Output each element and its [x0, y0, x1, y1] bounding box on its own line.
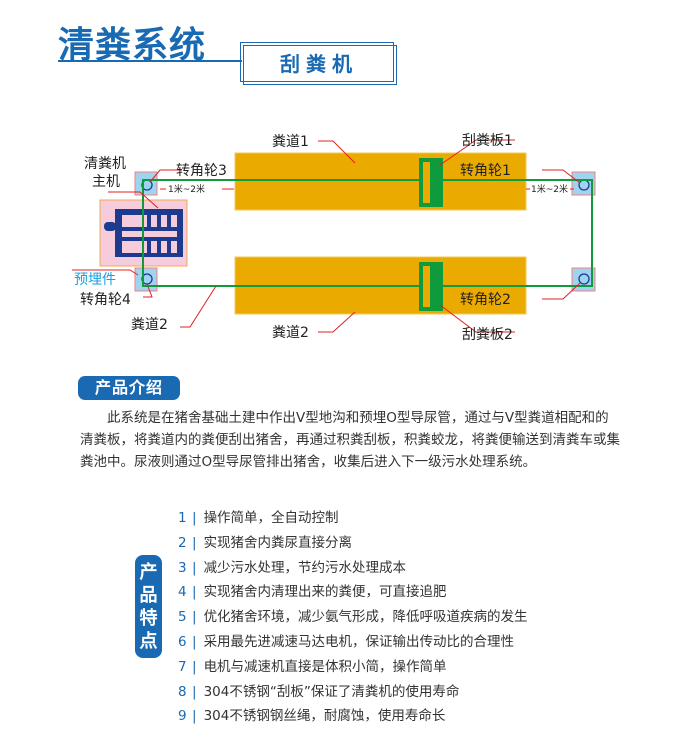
feature-text: 操作简单，全自动控制 [203, 510, 339, 526]
scraper-2 [419, 262, 443, 311]
feature-text: 实现猪舍内粪尿直接分离 [203, 534, 353, 551]
features-heading-char: 产 [139, 562, 158, 583]
feature-number: 6 [178, 633, 187, 650]
feature-separator: | [192, 609, 197, 626]
label-host-line1: 清粪机 [84, 156, 126, 172]
feature-text: 减少污水处理，节约污水处理成本 [203, 559, 407, 576]
label-scraper-1: 刮粪板1 [462, 133, 513, 149]
feature-separator: | [192, 584, 197, 601]
intro-paragraph: 此系统是在猪舍基础土建中作出V型地沟和预埋O型导尿管，通过与V型粪道相配和的 清… [80, 407, 640, 473]
features-list: 1 | 操作简单，全自动控制 2 | 实现猪舍内粪尿直接分离 3 | 减少污水处理，节约污水… [178, 506, 528, 729]
feature-text: 优化猪舍环境，减少氨气形成，降低呼吸道疾病的发生 [203, 609, 528, 626]
feature-number: 7 [178, 658, 187, 675]
label-scraper-2: 刮粪板2 [462, 327, 513, 343]
cable-loop [142, 179, 593, 287]
corner-wheel-4 [134, 267, 158, 292]
feature-item: 7 | 电机与减速机直接是体积小简，操作简单 [178, 655, 528, 680]
feature-number: 9 [178, 708, 187, 725]
scraper-1 [419, 158, 443, 207]
intro-line: 粪池中。尿液则通过O型导尿管排出猪舍，收集后进入下一级污水处理系统。 [80, 454, 537, 470]
label-wheel-3: 转角轮3 [176, 163, 227, 179]
feature-item: 1 | 操作简单，全自动控制 [178, 506, 528, 531]
label-lane-2-left: 粪道2 [131, 317, 168, 333]
feature-separator: | [192, 708, 197, 725]
corner-wheel-3 [134, 171, 158, 196]
label-distance-left: 1米~2米 [168, 183, 205, 195]
feature-text: 采用最先进减速马达电机，保证输出传动比的合理性 [203, 633, 515, 650]
feature-separator: | [192, 658, 197, 675]
feature-separator: | [192, 683, 197, 700]
feature-item: 6 | 采用最先进减速马达电机，保证输出传动比的合理性 [178, 630, 528, 655]
lane-1 [234, 152, 527, 211]
intro-heading: 产品介绍 [78, 376, 180, 400]
feature-separator: | [192, 633, 197, 650]
label-wheel-2: 转角轮2 [460, 292, 511, 308]
features-heading-char: 点 [139, 631, 158, 652]
features-heading-char: 特 [139, 608, 158, 629]
scraper-diagram: 清粪机 主机 转角轮3 转角轮1 转角轮2 转角轮4 粪道1 粪道2 粪道2 刮… [72, 133, 596, 343]
feature-number: 2 [178, 534, 187, 551]
feature-item: 3 | 减少污水处理，节约污水处理成本 [178, 556, 528, 581]
feature-separator: | [192, 559, 197, 576]
label-lane-2: 粪道2 [272, 325, 309, 341]
features-heading-char: 品 [139, 585, 158, 606]
label-host-line2: 主机 [92, 174, 120, 190]
feature-number: 4 [178, 584, 187, 601]
feature-number: 3 [178, 559, 187, 576]
label-embedded: 预埋件 [74, 272, 116, 288]
host-machine-icon [104, 209, 183, 257]
label-lane-1: 粪道1 [272, 134, 309, 150]
intro-line: 清粪板，将粪道内的粪便刮出猪舍，再通过积粪刮板，积粪蛟龙，将粪便输送到清粪车或集 [80, 432, 620, 448]
feature-text: 电机与减速机直接是体积小简，操作简单 [203, 658, 447, 675]
feature-number: 5 [178, 609, 187, 626]
feature-separator: | [192, 534, 197, 551]
feature-number: 8 [178, 683, 187, 700]
title-underline [58, 60, 242, 62]
features-heading: 产 品 特 点 [135, 555, 162, 658]
feature-number: 1 [178, 510, 187, 526]
feature-item: 9 | 304不锈钢钢丝绳，耐腐蚀，使用寿命长 [178, 704, 528, 729]
subtitle-frame [240, 42, 394, 82]
page-title: 清粪系统 [58, 25, 207, 66]
label-wheel-4: 转角轮4 [80, 292, 131, 308]
leader-lines [72, 139, 581, 333]
feature-text: 实现猪舍内清理出来的粪便，可直接追肥 [203, 584, 447, 601]
intro-line: 此系统是在猪舍基础土建中作出V型地沟和预埋O型导尿管，通过与V型粪道相配和的 [80, 410, 609, 426]
feature-item: 8 | 304不锈钢“刮板”保证了清粪机的使用寿命 [178, 680, 528, 705]
label-distance-right: 1米~2米 [531, 183, 568, 195]
corner-wheel-1 [571, 171, 596, 196]
subtitle: 刮粪机 [280, 52, 358, 76]
feature-separator: | [192, 510, 197, 526]
label-wheel-1: 转角轮1 [460, 163, 511, 179]
subtitle-frame-inner [243, 45, 397, 85]
feature-text: 304不锈钢钢丝绳，耐腐蚀，使用寿命长 [203, 708, 446, 725]
feature-text: 304不锈钢“刮板”保证了清粪机的使用寿命 [203, 683, 460, 700]
feature-item: 2 | 实现猪舍内粪尿直接分离 [178, 531, 528, 556]
feature-item: 5 | 优化猪舍环境，减少氨气形成，降低呼吸道疾病的发生 [178, 605, 528, 630]
feature-item: 4 | 实现猪舍内清理出来的粪便，可直接追肥 [178, 580, 528, 605]
